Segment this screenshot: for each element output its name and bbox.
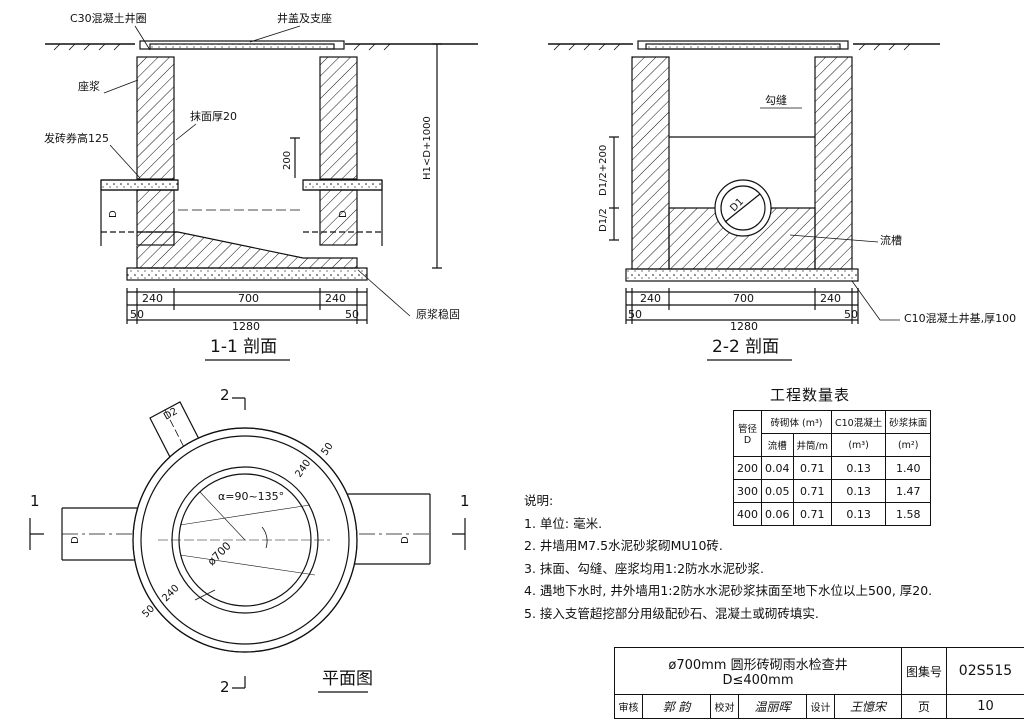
atlas-no: 02S515 xyxy=(947,648,1024,695)
th-wall: 井筒/m xyxy=(792,433,832,457)
section-2-2 xyxy=(548,40,940,324)
atlas-label: 图集号 xyxy=(902,648,947,695)
note-item: 3. 抹面、勾缝、座浆均用1:2防水水泥砂浆. xyxy=(524,560,764,576)
dim-1280: 1280 xyxy=(232,320,260,333)
caption-1-1: 1-1 剖面 xyxy=(210,337,277,357)
label-plaster: 抹面厚20 xyxy=(190,110,237,123)
page-label: 页 xyxy=(902,695,947,719)
section-2-2-labels: 勾缝 D1 流槽 D1/2+200 D1/2 C10混凝土井基,厚100 240… xyxy=(598,93,1016,361)
dim-240b: 240 xyxy=(325,292,346,305)
checker-signature: 温丽晖 xyxy=(739,695,807,719)
label-mortar-seat: 座浆 xyxy=(78,79,100,93)
designer-signature: 王憶宋 xyxy=(835,695,902,719)
section-1-1-labels: C30混凝土井圈 井盖及支座 座浆 发砖券高125 抹面厚20 200 H1<D… xyxy=(44,11,460,361)
notes-title: 说明: xyxy=(524,493,554,508)
label-200: 200 xyxy=(282,151,293,170)
label-50a: 50 xyxy=(319,441,335,458)
label-h-total: H1<D+1000 xyxy=(422,116,433,180)
caption-plan: 平面图 xyxy=(322,669,373,689)
dim-240b: 240 xyxy=(820,292,841,305)
notes: 说明: 1. 单位: 毫米. 2. 井墙用M7.5水泥砂浆砌MU10砖. 3. … xyxy=(524,490,932,625)
dim-1280: 1280 xyxy=(730,320,758,333)
quantity-table-title: 工程数量表 xyxy=(770,386,851,404)
dim-240a: 240 xyxy=(640,292,661,305)
dim-50b: 50 xyxy=(345,308,359,321)
label-flow: 流槽 xyxy=(880,233,902,247)
label-arch: 发砖券高125 xyxy=(44,131,109,145)
reviewer-signature: 郭 韵 xyxy=(643,695,711,719)
label-base: C10混凝土井基,厚100 xyxy=(904,311,1016,325)
label-soil: 原浆稳固 xyxy=(416,307,460,321)
table-row: 400 0.06 0.71 0.13 1.58 xyxy=(733,502,932,526)
label-d-left: D xyxy=(108,210,119,218)
label-v2: D1/2 xyxy=(598,208,609,232)
section-1-1 xyxy=(45,40,478,324)
check-label: 校对 xyxy=(711,695,739,719)
label-d-right: D xyxy=(338,210,349,218)
label-d2: D2 xyxy=(162,406,180,423)
label-d-left: D xyxy=(70,536,81,544)
note-item: 5. 接入支管超挖部分用级配砂石、混凝土或砌砖填实. xyxy=(524,605,819,621)
dim-50a: 50 xyxy=(628,308,642,321)
table-row: 200 0.04 0.71 0.13 1.40 xyxy=(733,456,932,480)
th-mortar-unit: (m²) xyxy=(885,433,932,457)
th-brick: 砖砌体 (m³) xyxy=(761,410,832,434)
design-label: 设计 xyxy=(807,695,835,719)
title-block: ø700mm 圆形砖砌雨水检查井 D≤400mm 图集号 02S515 审核 郭… xyxy=(614,647,1024,719)
label-angle: α=90~135° xyxy=(218,490,284,503)
page-no: 10 xyxy=(947,695,1024,719)
dim-700: 700 xyxy=(238,292,259,305)
label-d-right: D xyxy=(400,536,411,544)
dim-240a: 240 xyxy=(142,292,163,305)
mark-2-top: 2 xyxy=(220,386,230,404)
plan-view xyxy=(29,397,466,689)
review-label: 审核 xyxy=(615,695,643,719)
label-v1: D1/2+200 xyxy=(598,145,609,196)
table-row: 300 0.05 0.71 0.13 1.47 xyxy=(733,479,932,503)
dim-700: 700 xyxy=(733,292,754,305)
th-concrete: C10混凝土 xyxy=(830,410,887,434)
dim-50b: 50 xyxy=(844,308,858,321)
label-cover: 井盖及支座 xyxy=(277,11,332,25)
mark-1-left: 1 xyxy=(30,492,40,510)
th-mortar: 砂浆抹面 xyxy=(885,410,932,434)
note-item: 4. 遇地下水时, 井外墙用1:2防水水泥砂浆抹面至地下水位以上500, 厚20… xyxy=(524,583,933,598)
note-item: 2. 井墙用M7.5水泥砂浆砌MU10砖. xyxy=(524,538,723,553)
note-item: 1. 单位: 毫米. xyxy=(524,515,603,531)
label-joint: 勾缝 xyxy=(765,93,787,107)
dim-50a: 50 xyxy=(130,308,144,321)
mark-1-right: 1 xyxy=(460,492,470,510)
title-line2: D≤400mm xyxy=(722,673,794,688)
mark-2-bottom: 2 xyxy=(220,678,230,696)
th-concrete-unit: (m³) xyxy=(830,433,887,457)
label-ring: C30混凝土井圈 xyxy=(70,11,147,25)
th-flow: 流槽 xyxy=(761,433,794,457)
title-line1: ø700mm 圆形砖砌雨水检查井 xyxy=(668,658,848,673)
leaders-1-1 xyxy=(103,25,411,317)
title-cell: ø700mm 圆形砖砌雨水检查井 D≤400mm xyxy=(615,648,902,695)
caption-2-2: 2-2 剖面 xyxy=(712,337,779,357)
